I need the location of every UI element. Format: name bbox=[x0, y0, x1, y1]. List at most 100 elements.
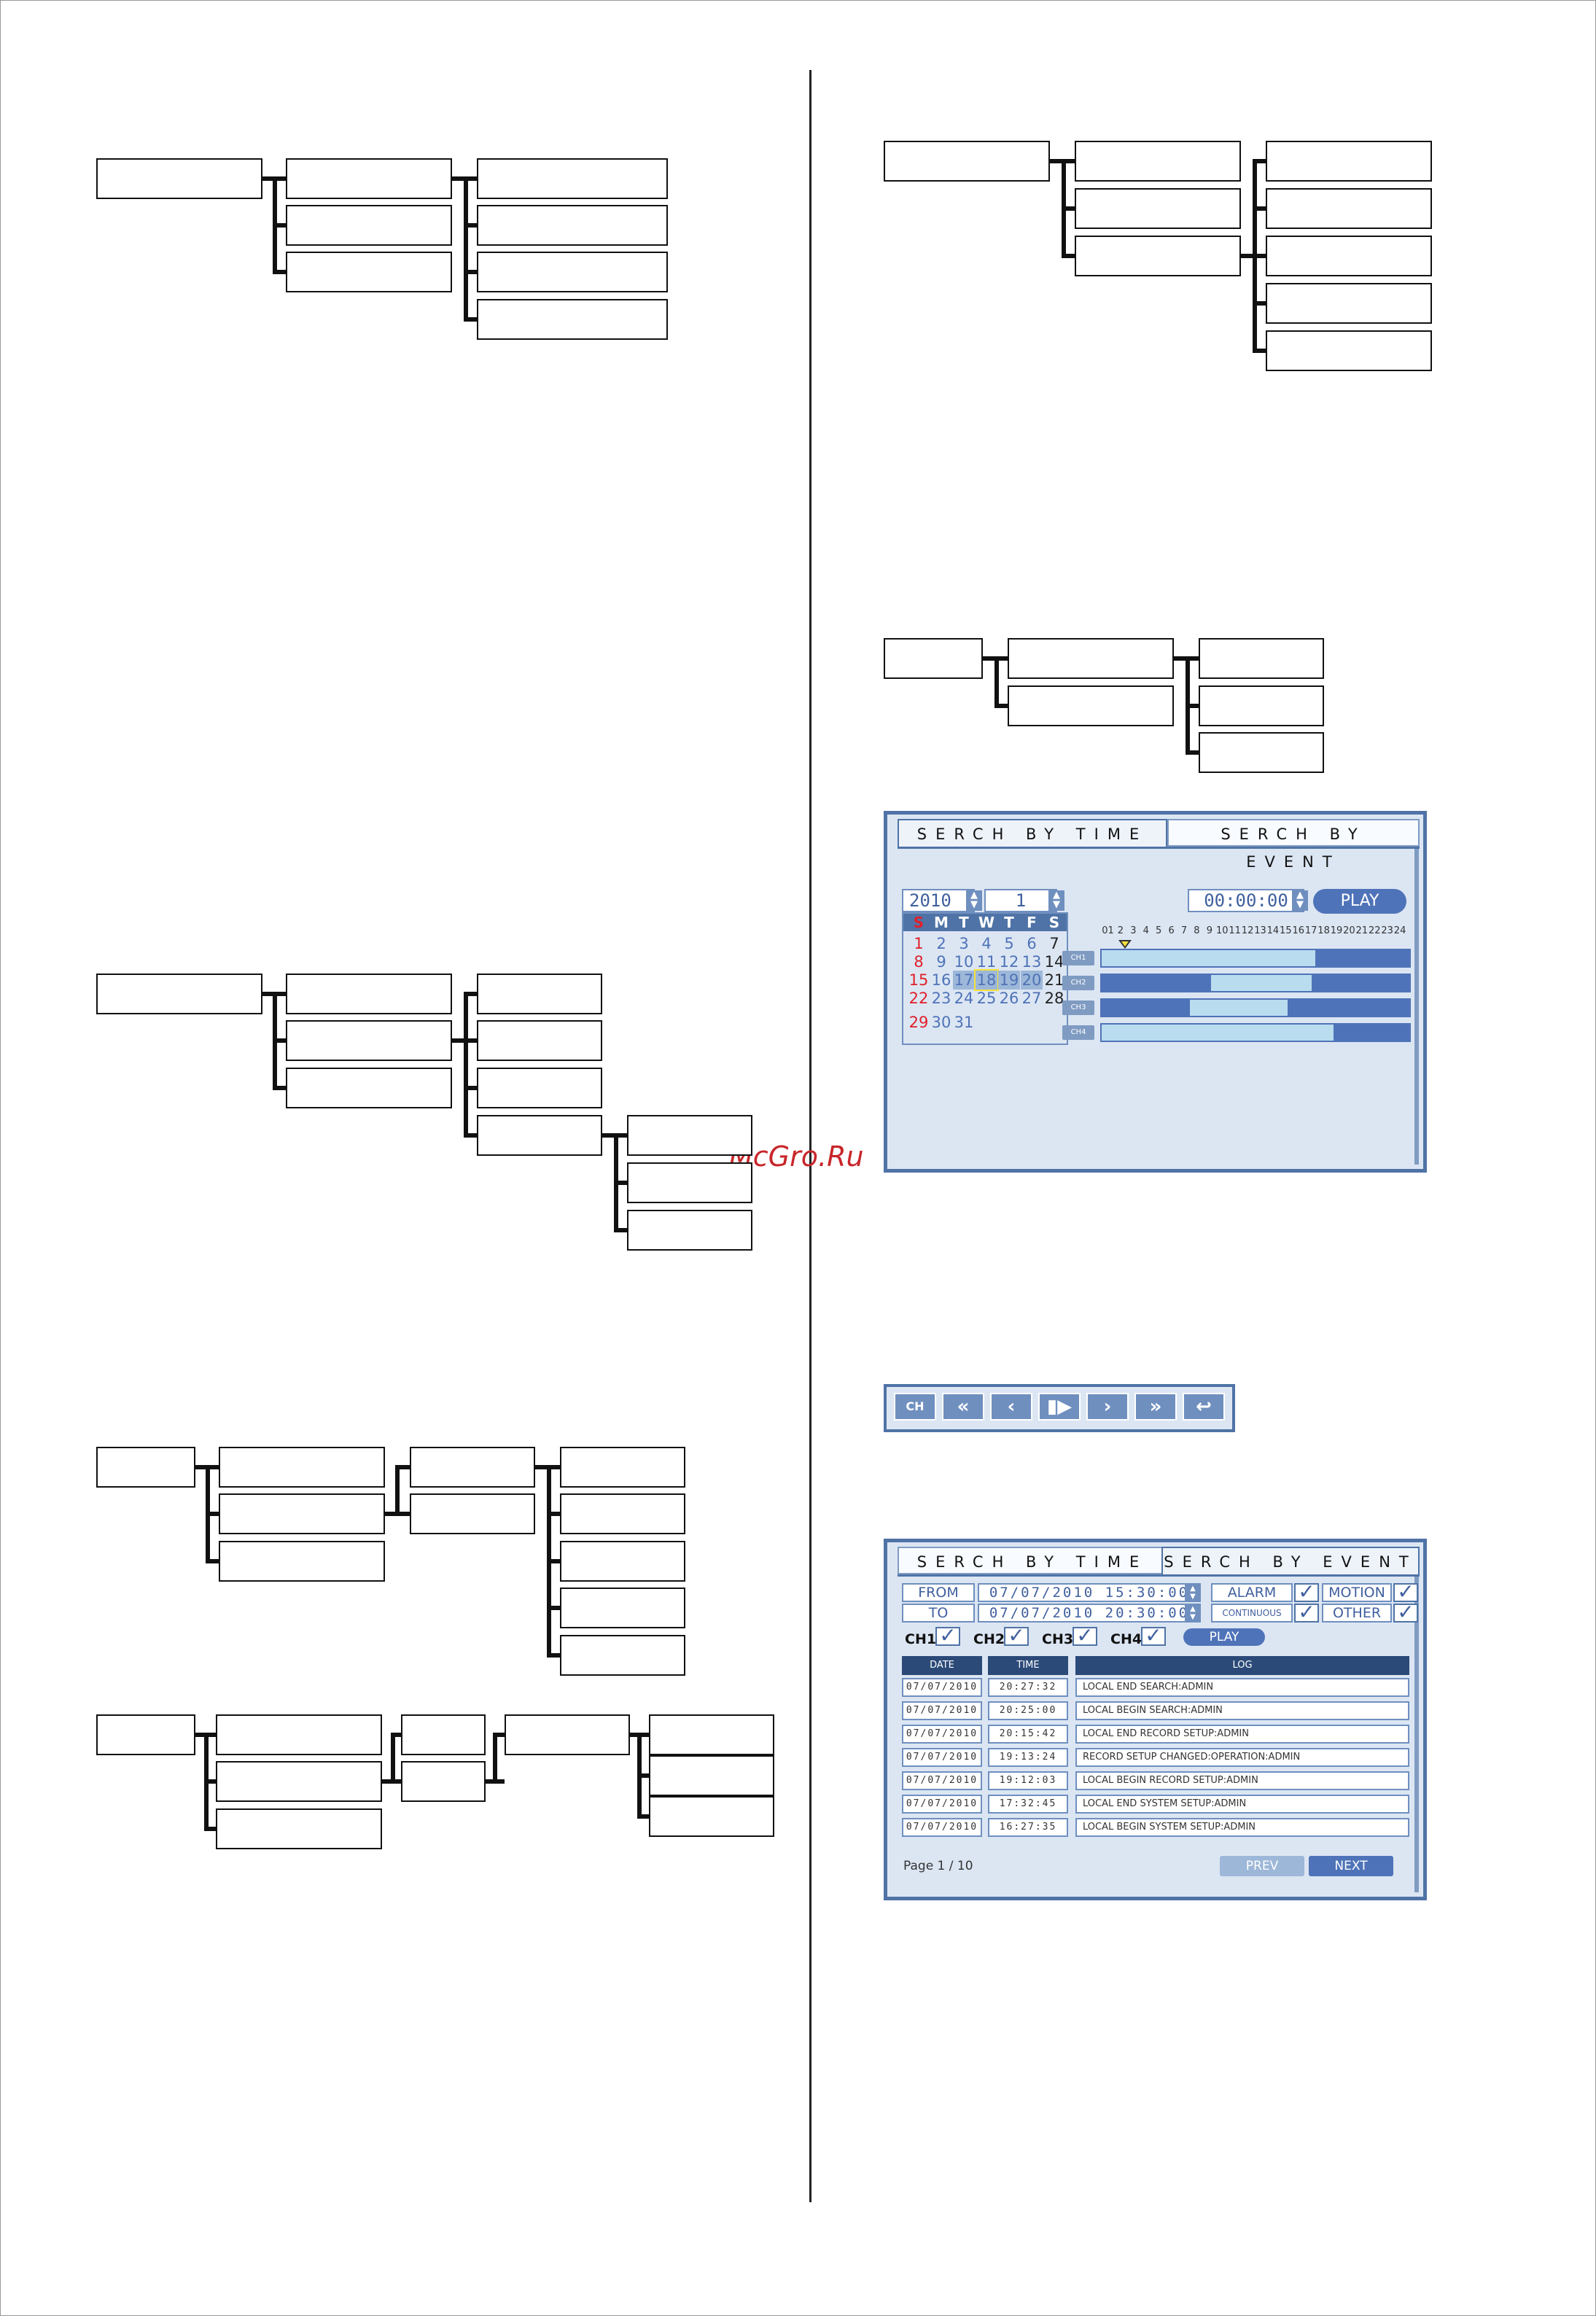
connector-line bbox=[493, 1733, 497, 1784]
month-spinner[interactable]: ▲▼ bbox=[1048, 890, 1064, 911]
hour-tick-label: 01 bbox=[1102, 925, 1114, 936]
log-message-cell[interactable]: LOCAL BEGIN RECORD SETUP:ADMIN bbox=[1075, 1771, 1409, 1790]
channel-timeline-track[interactable] bbox=[1100, 949, 1411, 968]
calendar-day[interactable]: 14 bbox=[1044, 953, 1064, 971]
channel-label[interactable]: CH1 bbox=[1062, 951, 1094, 965]
menu-box bbox=[96, 974, 262, 1014]
channel-timeline-track[interactable] bbox=[1100, 998, 1411, 1017]
step-forward-button[interactable]: › bbox=[1086, 1393, 1129, 1421]
calendar-day[interactable]: 22 bbox=[908, 990, 929, 1007]
calendar-day[interactable]: 26 bbox=[999, 990, 1019, 1007]
calendar-day[interactable]: 13 bbox=[1021, 953, 1042, 971]
connector-line bbox=[391, 1733, 401, 1737]
channel-label[interactable]: CH3 bbox=[1062, 1000, 1094, 1015]
time-marker[interactable] bbox=[1118, 940, 1132, 949]
calendar-day[interactable]: 25 bbox=[976, 990, 997, 1007]
tab-search-by-time[interactable]: SERCH BY TIME bbox=[898, 819, 1167, 847]
connector-line bbox=[1253, 254, 1266, 258]
time-spinner[interactable]: ▲▼ bbox=[1292, 890, 1308, 911]
calendar-day[interactable]: 9 bbox=[936, 953, 946, 971]
calendar-day[interactable]: 5 bbox=[1004, 935, 1014, 952]
log-message-cell[interactable]: LOCAL BEGIN SYSTEM SETUP:ADMIN bbox=[1075, 1818, 1409, 1837]
fast-rewind-button[interactable]: « bbox=[942, 1393, 984, 1421]
to-spinner[interactable]: ▲▼ bbox=[1185, 1605, 1201, 1621]
channel-checkbox[interactable]: ✓ bbox=[1073, 1625, 1097, 1646]
play-button[interactable]: PLAY bbox=[1313, 889, 1406, 914]
calendar-day[interactable]: 16 bbox=[931, 971, 951, 989]
ch-button[interactable]: CH bbox=[894, 1393, 936, 1421]
other-filter-checkbox[interactable]: ✓ bbox=[1393, 1602, 1418, 1623]
calendar-day[interactable]: 18 bbox=[974, 969, 999, 991]
channel-checkbox[interactable]: ✓ bbox=[1141, 1625, 1166, 1646]
tab-search-by-time[interactable]: SERCH BY TIME bbox=[898, 1547, 1167, 1574]
play-pause-button[interactable]: ▮▶ bbox=[1038, 1393, 1081, 1421]
calendar-day[interactable]: 2 bbox=[936, 935, 946, 952]
calendar-day[interactable]: 20 bbox=[1021, 971, 1043, 990]
menu-box bbox=[401, 1761, 486, 1802]
connector-line bbox=[493, 1733, 505, 1737]
next-button[interactable]: NEXT bbox=[1309, 1856, 1393, 1876]
channel-checkbox[interactable]: ✓ bbox=[1004, 1625, 1029, 1646]
channel-label[interactable]: CH2 bbox=[1062, 976, 1094, 990]
calendar-day[interactable]: 8 bbox=[914, 953, 924, 971]
tab-search-by-event[interactable]: SERCH BY EVENT bbox=[1161, 1547, 1420, 1574]
month-field[interactable]: 1 bbox=[984, 889, 1057, 912]
calendar-day[interactable]: 21 bbox=[1044, 971, 1064, 989]
connector-line bbox=[464, 1086, 477, 1090]
log-time-cell: 16:27:35 bbox=[988, 1818, 1068, 1837]
menu-box bbox=[560, 1588, 685, 1628]
recorded-segment bbox=[1211, 975, 1312, 991]
calendar-day[interactable]: 19 bbox=[998, 971, 1020, 990]
step-back-button[interactable]: ‹ bbox=[990, 1393, 1032, 1421]
fast-forward-button[interactable]: » bbox=[1134, 1393, 1177, 1421]
calendar-day[interactable]: 3 bbox=[959, 935, 969, 952]
calendar-day[interactable]: 10 bbox=[954, 953, 974, 971]
calendar-day[interactable]: 28 bbox=[1044, 990, 1064, 1007]
calendar-day[interactable]: 17 bbox=[953, 971, 975, 990]
channel-timeline-track[interactable] bbox=[1100, 974, 1411, 992]
channel-checkbox[interactable]: ✓ bbox=[935, 1625, 960, 1646]
to-datetime-field[interactable]: 07/07/2010 20:30:00 bbox=[978, 1604, 1201, 1623]
from-spinner[interactable]: ▲▼ bbox=[1185, 1585, 1201, 1601]
channel-checkbox-label: CH2 bbox=[973, 1631, 1005, 1647]
connector-line bbox=[1253, 159, 1266, 163]
log-message-cell[interactable]: LOCAL END RECORD SETUP:ADMIN bbox=[1075, 1725, 1409, 1744]
channel-label[interactable]: CH4 bbox=[1062, 1025, 1094, 1040]
calendar-day[interactable]: 7 bbox=[1049, 935, 1059, 952]
tab-search-by-event[interactable]: SERCH BY EVENT bbox=[1167, 819, 1420, 871]
return-button[interactable]: ↩ bbox=[1183, 1393, 1225, 1421]
year-spinner[interactable]: ▲▼ bbox=[966, 890, 982, 911]
calendar-day[interactable]: 11 bbox=[976, 953, 997, 971]
connector-line bbox=[273, 176, 286, 181]
log-message-cell[interactable]: LOCAL END SYSTEM SETUP:ADMIN bbox=[1075, 1795, 1409, 1814]
calendar-day[interactable]: 23 bbox=[931, 990, 951, 1007]
calendar-day[interactable]: 29 bbox=[908, 1014, 929, 1031]
prev-button[interactable]: PREV bbox=[1220, 1856, 1304, 1876]
search-by-event-panel: SERCH BY TIME SERCH BY EVENT FROM TO 07/… bbox=[884, 1539, 1427, 1900]
continuous-filter-checkbox[interactable]: ✓ bbox=[1294, 1602, 1319, 1623]
calendar-day[interactable]: 15 bbox=[908, 971, 929, 989]
time-field[interactable]: 00:00:00 bbox=[1188, 889, 1304, 912]
year-field[interactable]: 2010 bbox=[902, 889, 975, 912]
calendar-day[interactable]: 12 bbox=[999, 953, 1019, 971]
calendar-day[interactable]: 27 bbox=[1021, 990, 1042, 1007]
alarm-filter-checkbox[interactable]: ✓ bbox=[1294, 1582, 1319, 1602]
calendar-day[interactable]: 1 bbox=[914, 935, 924, 952]
from-datetime-field[interactable]: 07/07/2010 15:30:00 bbox=[978, 1583, 1201, 1602]
motion-filter-checkbox[interactable]: ✓ bbox=[1393, 1582, 1418, 1602]
log-time-cell: 20:27:32 bbox=[988, 1678, 1068, 1697]
event-play-button[interactable]: PLAY bbox=[1183, 1628, 1265, 1646]
log-message-cell[interactable]: RECORD SETUP CHANGED:OPERATION:ADMIN bbox=[1075, 1748, 1409, 1767]
menu-box bbox=[1008, 685, 1174, 726]
log-message-cell[interactable]: LOCAL BEGIN SEARCH:ADMIN bbox=[1075, 1701, 1409, 1720]
log-message-cell[interactable]: LOCAL END SEARCH:ADMIN bbox=[1075, 1678, 1409, 1697]
calendar-day[interactable]: 31 bbox=[954, 1014, 974, 1031]
calendar-day[interactable]: 6 bbox=[1027, 935, 1037, 952]
menu-box bbox=[884, 638, 983, 679]
channel-timeline-track[interactable] bbox=[1100, 1023, 1411, 1042]
hour-tick-label: 23 bbox=[1381, 925, 1393, 936]
calendar-day[interactable]: 30 bbox=[931, 1014, 951, 1031]
calendar-day[interactable]: 24 bbox=[954, 990, 974, 1007]
calendar-day[interactable]: 4 bbox=[981, 935, 992, 952]
